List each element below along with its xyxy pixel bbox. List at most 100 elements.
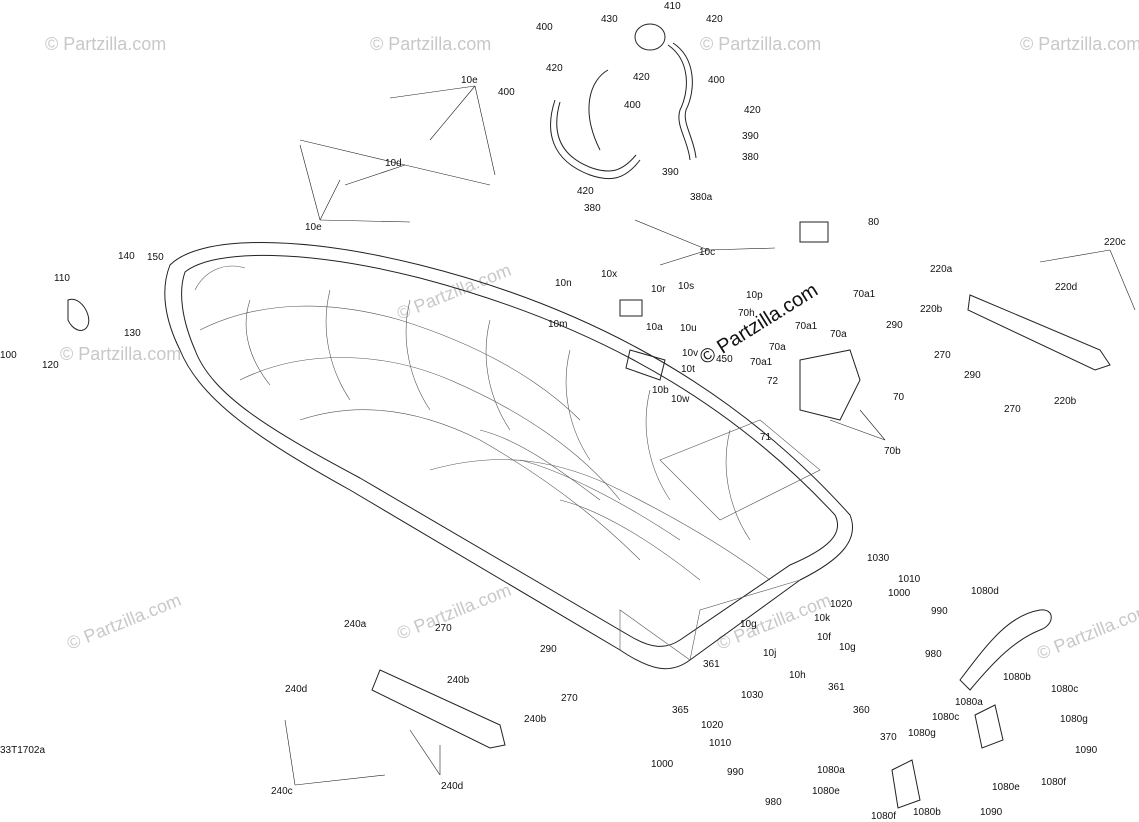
callout-label: 400 xyxy=(624,100,641,111)
callout-label: 1010 xyxy=(898,574,921,585)
callout-label: 1080g xyxy=(1060,714,1088,725)
leader-lines xyxy=(284,85,1136,786)
callout-label: 10f xyxy=(817,632,831,643)
callout-label: 1080b xyxy=(913,807,941,818)
callout-label: 10e xyxy=(461,75,478,86)
callout-label: 270 xyxy=(561,693,578,704)
callout-label: 10u xyxy=(680,323,697,334)
callout-label: 365 xyxy=(672,705,689,716)
callout-label: 1030 xyxy=(741,690,764,701)
callout-label: 370 xyxy=(880,732,897,743)
callout-label: 430 xyxy=(601,14,618,25)
callout-label: 450 xyxy=(716,354,733,365)
callout-label: 220d xyxy=(1055,282,1077,293)
callout-label: 10d xyxy=(385,158,402,169)
callout-label: 420 xyxy=(744,105,761,116)
hose-group xyxy=(550,23,697,180)
callout-label: 1080c xyxy=(932,712,959,723)
callout-label: 1080g xyxy=(908,728,936,739)
callout-label: 380 xyxy=(584,203,601,214)
callout-label: 1010 xyxy=(709,738,732,749)
callout-label: 240d xyxy=(441,781,463,792)
callout-label: 1020 xyxy=(701,720,724,731)
callout-label: 980 xyxy=(925,649,942,660)
callout-label: 1000 xyxy=(888,588,911,599)
callout-label: 70a xyxy=(830,329,847,340)
callout-label: 1080d xyxy=(971,586,999,597)
callout-label: 10s xyxy=(678,281,694,292)
callout-label: 1090 xyxy=(980,807,1003,818)
watermark: © Partzilla.com xyxy=(1034,600,1139,664)
callout-label: 1080a xyxy=(955,697,983,708)
callout-label: 10e xyxy=(305,222,322,233)
callout-label: 10h xyxy=(789,670,806,681)
callout-label: 220c xyxy=(1104,237,1126,248)
trim-parts xyxy=(67,221,1111,809)
callout-label: 120 xyxy=(42,360,59,371)
callout-label: 240d xyxy=(285,684,307,695)
callout-label: 1000 xyxy=(651,759,674,770)
callout-label: 420 xyxy=(577,186,594,197)
callout-label: 290 xyxy=(540,644,557,655)
callout-label: 70a1 xyxy=(795,321,818,332)
watermark: © Partzilla.com xyxy=(394,580,514,644)
callout-label: 290 xyxy=(964,370,981,381)
callout-label: 10w xyxy=(671,394,690,405)
callout-label: 390 xyxy=(662,167,679,178)
callout-label: 400 xyxy=(708,75,725,86)
callout-label: 270 xyxy=(934,350,951,361)
callout-label: 10g xyxy=(839,642,856,653)
callout-label: 70a xyxy=(769,342,786,353)
callout-label: 1030 xyxy=(867,553,890,564)
callout-label: 10g xyxy=(740,619,757,630)
watermark: © Partzilla.com xyxy=(60,344,181,364)
callout-label: 10t xyxy=(681,364,695,375)
diagram-id: 33T1702a xyxy=(0,745,45,756)
callout-label: 72 xyxy=(767,376,779,387)
callout-label: 420 xyxy=(706,14,723,25)
callout-label: 410 xyxy=(664,1,681,12)
callout-label: 140 xyxy=(118,251,135,262)
callout-label: 10b xyxy=(652,385,669,396)
callout-label: 10v xyxy=(682,348,698,359)
callout-label: 71 xyxy=(760,432,772,443)
callout-label: 10k xyxy=(814,613,831,624)
callout-label: 1090 xyxy=(1075,745,1098,756)
callout-label: 400 xyxy=(498,87,515,98)
callout-label: 10r xyxy=(651,284,666,295)
callout-label: 270 xyxy=(1004,404,1021,415)
callout-label: 220a xyxy=(930,264,953,275)
watermark: © Partzilla.com xyxy=(394,260,514,324)
callout-label: 150 xyxy=(147,252,164,263)
callout-label: 130 xyxy=(124,328,141,339)
callout-label: 270 xyxy=(435,623,452,634)
callout-label: 10x xyxy=(601,269,617,280)
callout-label: 10a xyxy=(646,322,663,333)
callout-label: 1080b xyxy=(1003,672,1031,683)
callout-label: 10m xyxy=(548,319,567,330)
callout-label: 980 xyxy=(765,797,782,808)
callout-label: 380 xyxy=(742,152,759,163)
callout-label: 10j xyxy=(763,648,776,659)
callout-label: 70a1 xyxy=(750,357,773,368)
callout-label: 70b xyxy=(884,446,901,457)
callout-label: 360 xyxy=(853,705,870,716)
watermark: © Partzilla.com xyxy=(1020,34,1139,54)
callout-label: 361 xyxy=(703,659,720,670)
callout-label: 100 xyxy=(0,350,17,361)
watermark: © Partzilla.com xyxy=(64,590,184,654)
callout-label: 1020 xyxy=(830,599,853,610)
callout-label: 1080e xyxy=(812,786,840,797)
callout-label: 1080f xyxy=(1041,777,1066,788)
callout-label: 10p xyxy=(746,290,763,301)
callout-label: 290 xyxy=(886,320,903,331)
watermark: © Partzilla.com xyxy=(370,34,491,54)
callout-label: 80 xyxy=(868,217,880,228)
callout-label: 70 xyxy=(893,392,905,403)
callout-label: 240b xyxy=(524,714,547,725)
callout-label: 420 xyxy=(546,63,563,74)
callout-label: 70a1 xyxy=(853,289,876,300)
callout-label: 240c xyxy=(271,786,293,797)
